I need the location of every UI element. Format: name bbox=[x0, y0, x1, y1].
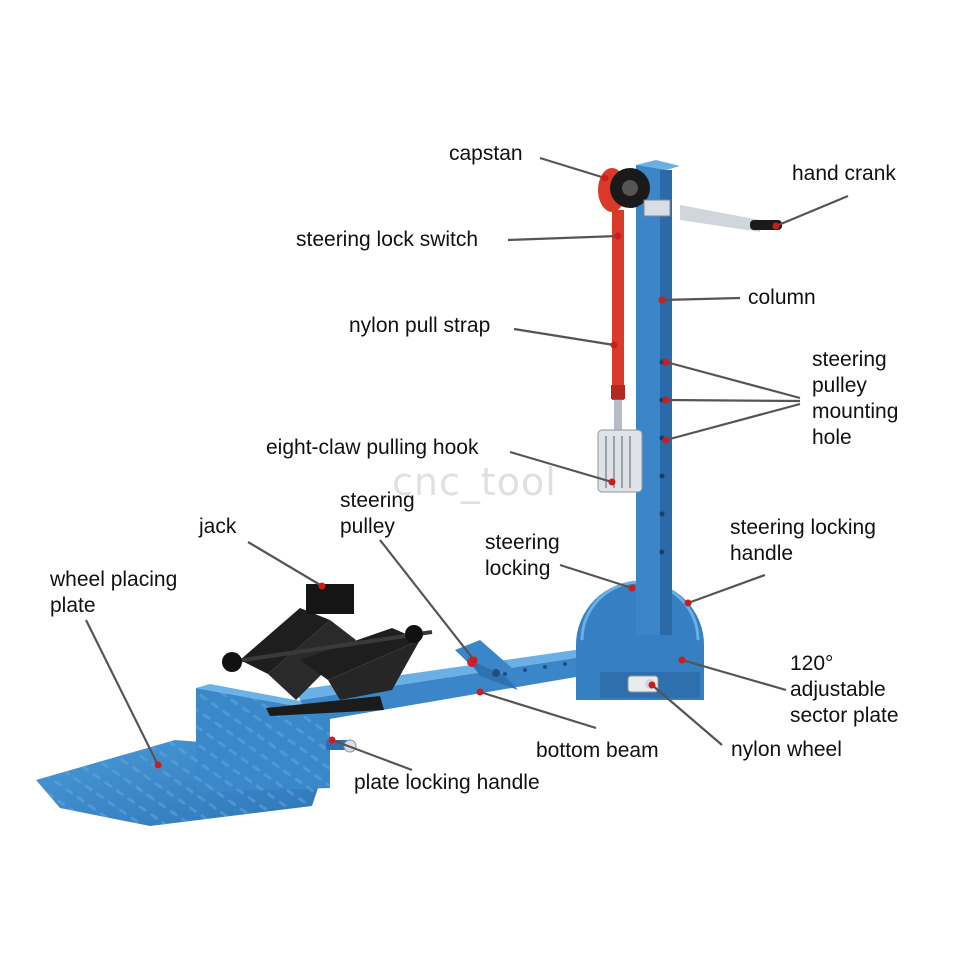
leader-lines bbox=[85, 156, 849, 772]
leader-hand-crank bbox=[775, 194, 849, 228]
leader-wheel-placing-plate bbox=[85, 619, 159, 766]
leader-capstan bbox=[539, 156, 606, 180]
marker-dots bbox=[154, 174, 780, 769]
wheel-placing-plate bbox=[36, 684, 338, 826]
leader-nylon-pull-strap bbox=[513, 327, 615, 347]
label-capstan: capstan bbox=[449, 142, 523, 165]
label-hand-crank: hand crank bbox=[792, 162, 896, 185]
label-steering-pulley: steering pulley bbox=[340, 489, 415, 538]
leader-mounting-hole-1 bbox=[665, 360, 801, 400]
label-steering-locking: steering locking bbox=[485, 531, 560, 580]
label-jack: jack bbox=[199, 515, 237, 538]
label-nylon-pull-strap: nylon pull strap bbox=[349, 314, 491, 337]
capstan bbox=[598, 168, 671, 217]
leader-steering-locking bbox=[559, 563, 633, 590]
jack bbox=[222, 584, 433, 716]
leader-sector-plate bbox=[681, 658, 787, 692]
leader-steering-pulley bbox=[379, 539, 475, 661]
leader-jack bbox=[247, 541, 323, 587]
label-adjustable-sector-plate: 120° adjustable sector plate bbox=[790, 652, 899, 727]
label-steering-locking-handle: steering locking handle bbox=[730, 516, 876, 565]
hand-crank bbox=[680, 205, 782, 232]
leader-bottom-beam bbox=[479, 690, 597, 730]
leader-column bbox=[661, 296, 741, 302]
leader-nylon-wheel bbox=[651, 684, 723, 746]
watermark: cnc_tool bbox=[392, 460, 557, 504]
leader-plate-locking-handle bbox=[331, 738, 413, 772]
leader-mounting-hole-2 bbox=[665, 398, 801, 403]
label-steering-lock-switch: steering lock switch bbox=[296, 228, 479, 251]
label-bottom-beam: bottom beam bbox=[536, 739, 659, 762]
label-wheel-placing-plate: wheel placing plate bbox=[50, 568, 178, 617]
leader-steering-locking-handle bbox=[687, 573, 766, 605]
leader-steering-lock-switch bbox=[507, 234, 619, 242]
label-steering-pulley-mounting-hole: steering pulley mounting hole bbox=[812, 348, 899, 449]
label-column: column bbox=[748, 286, 816, 309]
leader-eight-claw-hook bbox=[509, 450, 613, 484]
eight-claw-pulling-hook bbox=[597, 400, 643, 493]
label-nylon-wheel: nylon wheel bbox=[731, 738, 842, 761]
column bbox=[636, 160, 680, 635]
label-eight-claw-pulling-hook: eight-claw pulling hook bbox=[266, 436, 479, 459]
leader-mounting-hole-3 bbox=[665, 402, 801, 442]
label-plate-locking-handle: plate locking handle bbox=[354, 771, 540, 794]
nylon-pull-strap bbox=[611, 210, 625, 400]
